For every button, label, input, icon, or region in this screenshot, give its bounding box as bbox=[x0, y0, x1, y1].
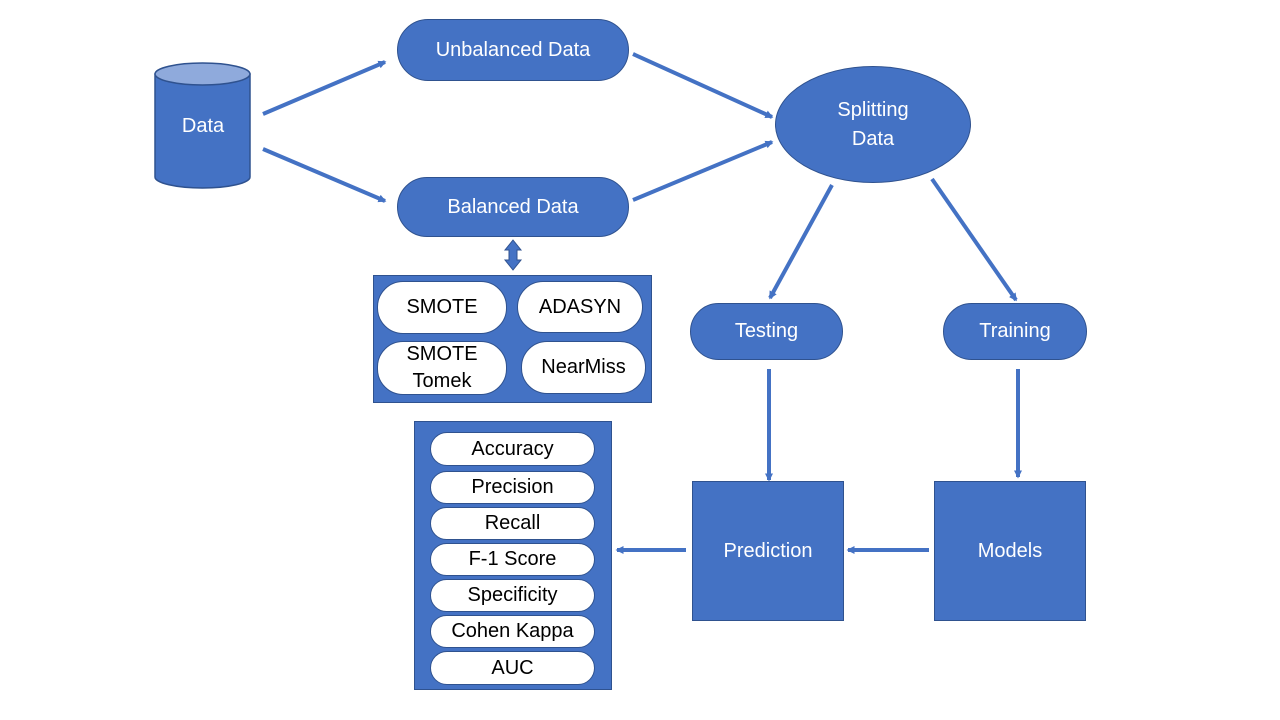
testing-node: Testing bbox=[690, 303, 843, 360]
data-cylinder bbox=[154, 62, 251, 189]
models-node: Models bbox=[934, 481, 1086, 621]
splitting-line-2: Data bbox=[851, 127, 895, 150]
method-smote: SMOTE bbox=[377, 281, 507, 334]
arrow-splitting-to-training bbox=[930, 177, 1018, 302]
prediction-node: Prediction bbox=[692, 481, 844, 621]
metric-precision: Precision bbox=[430, 471, 595, 504]
metric-recall: Recall bbox=[430, 507, 595, 540]
arrow-unbalanced-to-splitting bbox=[632, 52, 774, 119]
metric-auc: AUC bbox=[430, 651, 595, 685]
metric-cohen-kappa: Cohen Kappa bbox=[430, 615, 595, 648]
metric-f1-score: F-1 Score bbox=[430, 543, 595, 576]
arrow-data-to-balanced bbox=[262, 147, 387, 203]
metric-accuracy: Accuracy bbox=[430, 432, 595, 466]
method-adasyn: ADASYN bbox=[517, 281, 643, 333]
arrow-balanced-to-splitting bbox=[632, 140, 774, 202]
arrow-splitting-to-testing bbox=[768, 184, 834, 300]
method-smote-tomek: SMOTE Tomek bbox=[377, 341, 507, 395]
splitting-line-1: Splitting bbox=[837, 98, 909, 121]
data-node-label: Data bbox=[181, 115, 225, 137]
training-node: Training bbox=[943, 303, 1087, 360]
smote-tomek-line-1: SMOTE bbox=[406, 343, 478, 365]
double-arrow-balanced-methods bbox=[503, 239, 523, 271]
metric-specificity: Specificity bbox=[430, 579, 595, 612]
method-nearmiss: NearMiss bbox=[521, 341, 646, 394]
balanced-data-node: Balanced Data bbox=[397, 177, 629, 237]
unbalanced-data-node: Unbalanced Data bbox=[397, 19, 629, 81]
arrow-data-to-unbalanced bbox=[262, 60, 387, 116]
splitting-data-node: Splitting Data bbox=[775, 66, 971, 183]
smote-tomek-line-2: Tomek bbox=[412, 370, 472, 392]
